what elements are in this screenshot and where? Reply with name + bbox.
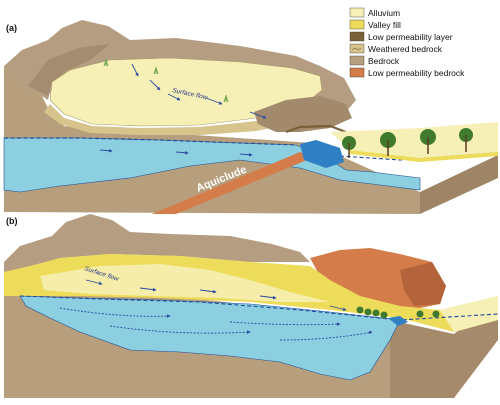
panel-a-spring xyxy=(300,140,344,168)
panel-a-aquiclude xyxy=(152,152,312,214)
panel-a-water-table xyxy=(4,137,297,146)
legend-label-valley-fill: Valley fill xyxy=(368,20,401,30)
legend-swatch-weathered-bedrock xyxy=(349,43,365,54)
panel-a-mountain-shade xyxy=(28,44,110,96)
legend-label-bedrock: Bedrock xyxy=(368,56,400,66)
panel-a-right-outcrop xyxy=(254,96,352,132)
panel-b-groundwater-flow-arrows xyxy=(59,307,373,341)
panel-b-label: (b) xyxy=(6,216,18,226)
legend-swatch-low-perm-layer xyxy=(349,31,365,42)
legend-label-weathered-bedrock: Weathered bedrock xyxy=(368,44,443,54)
legend-swatch-valley-fill xyxy=(349,19,365,30)
legend-swatch-bedrock xyxy=(349,55,365,66)
panel-b-water-table xyxy=(19,295,499,321)
panel-a: (a) Aquiclude xyxy=(3,20,499,214)
legend-label-alluvium: Alluvium xyxy=(368,8,400,18)
panel-b-surface-flow-arrows xyxy=(85,279,347,312)
panel-a-valley-fill-front xyxy=(350,150,498,162)
panel-b-spring xyxy=(388,316,408,326)
panel-a-weathered-bedrock xyxy=(44,104,300,135)
panel-b-mountain xyxy=(4,214,310,272)
panel-a-label: (a) xyxy=(6,23,17,33)
panel-b-low-perm-bedrock-shade xyxy=(400,262,446,306)
panel-b-vegetation xyxy=(356,306,440,319)
panel-a-surface-flow-arrows xyxy=(131,63,267,119)
panel-b-alluvium xyxy=(40,264,330,302)
legend-swatch-alluvium xyxy=(349,7,365,18)
panel-a-low-perm-layer xyxy=(285,124,347,134)
panel-a-grass xyxy=(103,59,229,103)
panel-b: (b) Surface flow xyxy=(4,214,499,398)
panel-a-right-face xyxy=(420,155,498,214)
legend-label-low-perm-bedrock: Low permeability bedrock xyxy=(368,68,465,78)
legend-label-low-perm-layer: Low permeability layer xyxy=(368,32,453,42)
panel-b-groundwater xyxy=(19,295,401,381)
legend-swatch-weathered-pattern xyxy=(351,47,362,51)
panel-b-valley-fill-right xyxy=(440,296,498,332)
panel-a-trees xyxy=(342,128,473,158)
legend: Alluvium Valley fill Low permeability la… xyxy=(349,7,465,78)
legend-swatch-low-perm-bedrock xyxy=(349,67,365,78)
panel-a-groundwater xyxy=(3,137,421,193)
panel-a-valley-fill-top xyxy=(330,122,498,158)
panel-a-groundwater-flow-arrows xyxy=(99,148,253,157)
